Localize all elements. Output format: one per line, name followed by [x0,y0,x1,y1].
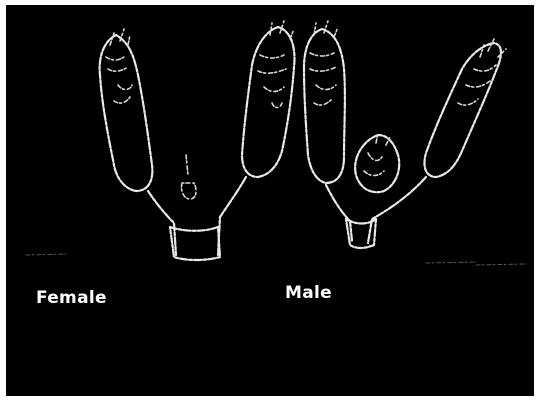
flower-outline-drawing [6,5,534,396]
micrograph-plate: Female Male [6,5,534,396]
male-label: Male [285,283,332,303]
female-left-bract [100,29,153,191]
male-left-bract [304,21,345,183]
female-label: Female [36,288,107,308]
male-right-bract [424,39,506,177]
female-pistil-stalk [148,155,246,260]
male-stamen-stalk [326,133,426,248]
female-right-bract [242,21,294,177]
